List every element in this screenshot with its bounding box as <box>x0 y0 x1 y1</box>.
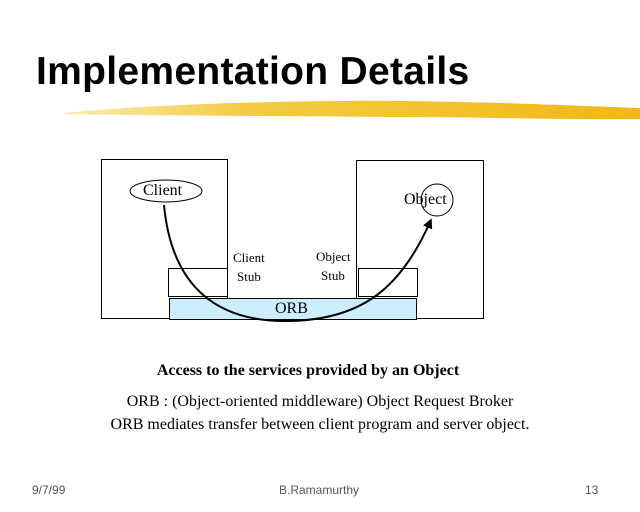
object-label: Object <box>404 191 447 208</box>
body-line-1: ORB : (Object-oriented middleware) Objec… <box>126 393 514 410</box>
diagram-caption: Access to the services provided by an Ob… <box>156 362 460 379</box>
object-circle <box>420 183 454 217</box>
object-stub-box <box>358 268 418 297</box>
object-stub-label: Object Stub <box>316 247 351 285</box>
body-line-2: ORB mediates transfer between client pro… <box>110 416 530 433</box>
request-flow-arrow <box>163 204 433 323</box>
client-label: Client <box>143 182 183 199</box>
object-stub-label-line2: Stub <box>321 268 345 283</box>
client-ellipse <box>129 179 203 203</box>
client-stub-label-line2: Stub <box>237 269 261 284</box>
orb-bar <box>169 298 417 320</box>
title-underline-brush <box>64 100 640 120</box>
footer-date: 9/7/99 <box>32 483 66 497</box>
slide-title: Implementation Details <box>36 50 470 93</box>
footer-page-number: 13 <box>585 483 599 497</box>
orb-label: ORB <box>275 300 308 317</box>
object-stub-label-line1: Object <box>316 249 351 264</box>
footer-author: B.Ramamurthy <box>279 483 360 497</box>
client-stub-label-line1: Client <box>233 250 265 265</box>
client-stub-label: Client Stub <box>233 248 265 286</box>
client-stub-box <box>168 268 228 297</box>
